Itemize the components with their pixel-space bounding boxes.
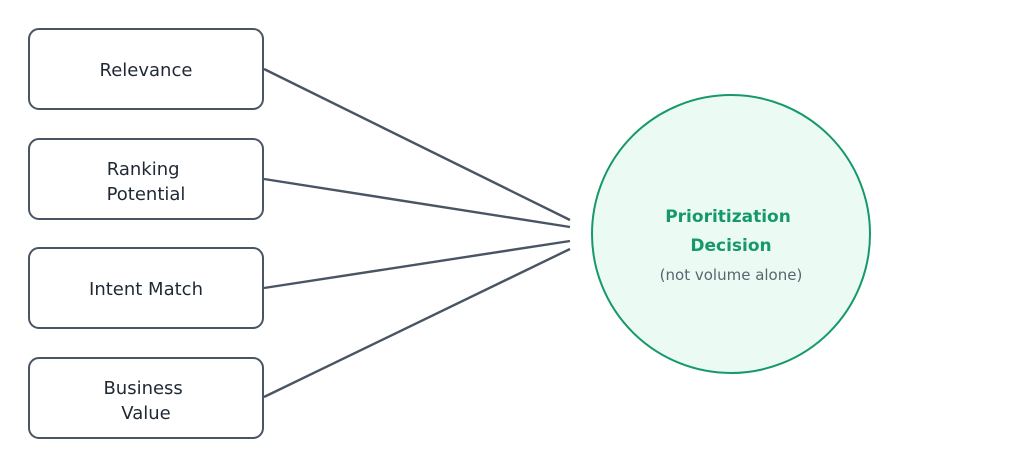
decision-subtitle: (not volume alone) xyxy=(660,266,803,284)
decision-node: Prioritization Decision (not volume alon… xyxy=(591,94,871,374)
connector-business-value xyxy=(263,247,571,399)
factor-label-line: Relevance xyxy=(100,60,193,81)
factor-label: Business Value xyxy=(103,378,188,424)
factor-box xyxy=(28,357,264,439)
decision-title: Prioritization Decision xyxy=(665,207,797,256)
factor-label: Ranking Potential xyxy=(107,159,186,205)
factor-label-line: Ranking xyxy=(107,159,180,180)
factor-label: Relevance xyxy=(100,60,193,81)
factor-ranking-potential: Ranking Potential xyxy=(28,138,264,220)
factor-box xyxy=(28,138,264,220)
factor-label-line: Intent Match xyxy=(89,279,203,300)
factor-box xyxy=(28,28,264,110)
factor-business-value: Business Value xyxy=(28,357,264,439)
connector-relevance xyxy=(263,67,571,222)
factor-label-line: Value xyxy=(121,403,170,424)
factor-relevance: Relevance xyxy=(28,28,264,110)
decision-circle xyxy=(591,94,871,374)
factor-label: Intent Match xyxy=(89,279,203,300)
connectors xyxy=(263,67,571,399)
decision-title-line: Prioritization xyxy=(665,207,791,227)
connector-ranking-potential xyxy=(263,177,571,229)
factor-label-line: Potential xyxy=(107,184,186,205)
factor-label-line: Business xyxy=(103,378,182,399)
factor-box xyxy=(28,247,264,329)
decision-title-line: Decision xyxy=(690,236,771,256)
connector-intent-match xyxy=(263,239,571,290)
factor-intent-match: Intent Match xyxy=(28,247,264,329)
